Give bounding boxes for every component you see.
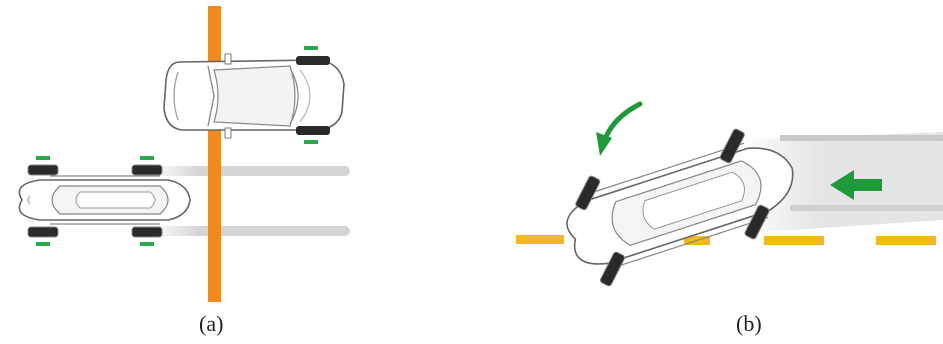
tire bbox=[28, 227, 58, 237]
tire bbox=[132, 165, 162, 175]
tire bbox=[28, 165, 58, 175]
wheel-direction-indicator bbox=[140, 156, 154, 160]
tire bbox=[132, 227, 162, 237]
curved-arrow-icon bbox=[596, 104, 640, 156]
panel-b bbox=[516, 104, 943, 294]
conventional-car bbox=[164, 46, 344, 144]
tire bbox=[296, 56, 330, 65]
panel-a bbox=[19, 6, 350, 302]
panel-a-caption: (a) bbox=[199, 311, 223, 337]
wheel-direction-indicator bbox=[304, 46, 318, 50]
path-line-lower bbox=[150, 226, 350, 236]
tire bbox=[296, 126, 330, 135]
wheel-direction-indicator bbox=[36, 242, 50, 246]
panel-b-caption: (b) bbox=[736, 311, 762, 337]
path-line-upper bbox=[150, 166, 350, 176]
wheel-direction-indicator bbox=[140, 242, 154, 246]
wheel-direction-indicator bbox=[304, 140, 318, 144]
wheel-direction-indicator bbox=[36, 156, 50, 160]
orange-reference-line bbox=[208, 6, 221, 302]
